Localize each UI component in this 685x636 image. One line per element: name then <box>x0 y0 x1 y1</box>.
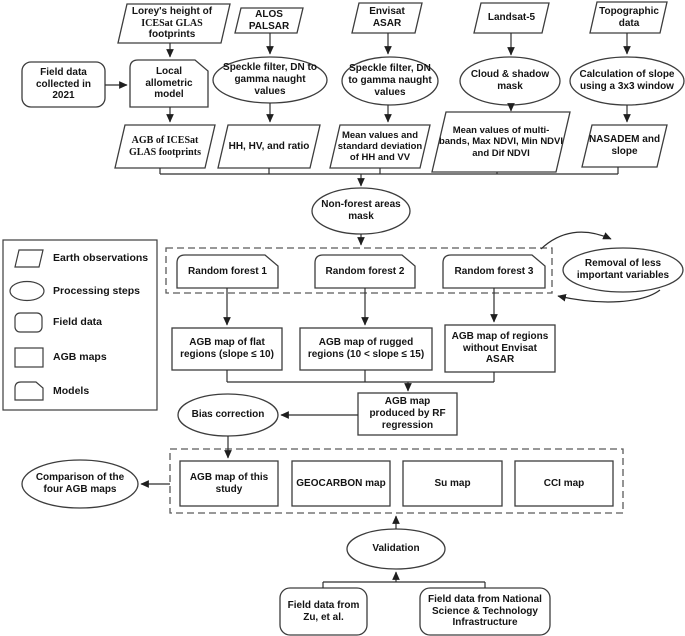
connectors <box>105 33 661 588</box>
field2021-rounded-rect <box>21 61 106 108</box>
agb-rf-rect <box>357 392 458 436</box>
cloud-mask-ellipse <box>459 56 561 106</box>
geocarbon-rect <box>291 460 391 507</box>
sumap-rect <box>402 460 503 507</box>
arrow-rfgroup-removal <box>540 231 612 250</box>
legend-parallelogram-icon <box>14 249 44 268</box>
legend-model-icon <box>14 381 44 401</box>
slope-calc-ellipse <box>569 56 685 106</box>
field-nsti-rounded-rect <box>419 587 551 636</box>
agb-icesat-parallelogram <box>114 124 216 169</box>
envisat-parallelogram <box>351 2 423 34</box>
legend-rounded-rect-icon <box>14 312 43 333</box>
speckle1-ellipse <box>212 56 328 104</box>
allometric-model-shape <box>129 59 209 108</box>
comparison-ellipse <box>21 459 139 509</box>
hhhv-parallelogram <box>217 124 321 169</box>
rf3-model-shape <box>442 254 546 289</box>
speckle2-ellipse <box>341 56 439 106</box>
random-forest-group-box <box>165 247 553 294</box>
rf2-model-shape <box>314 254 416 289</box>
legend-ellipse-icon <box>9 280 45 302</box>
agb-study-rect <box>179 460 279 507</box>
nasadem-parallelogram <box>581 124 668 168</box>
meanhhvv-parallelogram <box>329 124 431 169</box>
agb-noasar-rect <box>444 324 556 373</box>
ccimap-rect <box>514 460 614 507</box>
field-zu-rounded-rect <box>279 587 368 636</box>
alos-parallelogram <box>234 7 304 34</box>
landsat-parallelogram <box>473 2 550 34</box>
validation-ellipse <box>346 528 446 570</box>
multibands-parallelogram <box>431 111 571 173</box>
nonforest-ellipse <box>311 187 411 235</box>
agb-rugged-rect <box>299 327 433 371</box>
map-comparison-group-box <box>169 448 624 514</box>
removal-ellipse <box>562 247 684 293</box>
lorey-parallelogram <box>117 3 231 44</box>
agb-flat-rect <box>171 327 283 371</box>
legend-rect-icon <box>14 347 44 368</box>
arrow-removal-rfgroup <box>557 289 661 303</box>
topographic-parallelogram <box>589 1 668 34</box>
rf1-model-shape <box>176 254 279 289</box>
bias-ellipse <box>177 393 279 437</box>
